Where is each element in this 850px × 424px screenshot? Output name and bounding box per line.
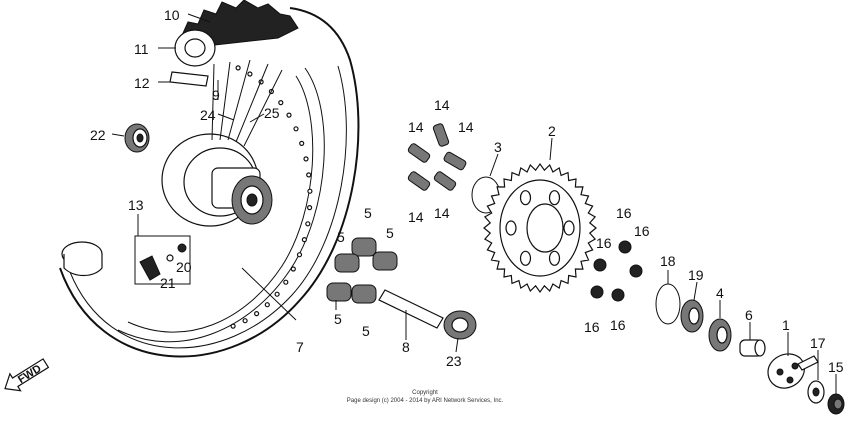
callout-7: 7 [296, 339, 304, 355]
rim-spoke-hole [264, 302, 270, 308]
flange-4 [708, 318, 732, 352]
callout-16b: 16 [596, 235, 612, 251]
callout-23: 23 [446, 353, 462, 369]
adjuster-plate-1 [767, 353, 819, 389]
rim-spoke-hole [305, 221, 311, 227]
callout-8: 8 [402, 339, 410, 355]
sprocket-hole [563, 220, 575, 236]
rear-hub [161, 133, 273, 227]
inner-tube [169, 29, 216, 87]
rim [117, 65, 325, 343]
axle-nut-15 [827, 393, 845, 415]
copyright-line-1: Copyright [412, 390, 438, 396]
callout-10: 10 [164, 7, 180, 23]
callout-14e: 14 [434, 205, 450, 221]
callout-16d: 16 [584, 319, 600, 335]
rim-spoke-hole [307, 188, 313, 194]
bearing-19 [680, 299, 704, 333]
leader-lines [111, 13, 837, 394]
callout-4: 4 [716, 285, 724, 301]
rim-spoke-hole [303, 156, 309, 162]
collars-5 [326, 237, 398, 304]
callout-18: 18 [660, 253, 676, 269]
callout-12: 12 [134, 75, 150, 91]
callout-20: 20 [176, 259, 192, 275]
rim-spoke-hole [286, 112, 292, 118]
callout-6: 6 [745, 307, 753, 323]
sprocket-hole [519, 250, 532, 266]
callout-21: 21 [160, 275, 176, 291]
rim-spoke-hole [235, 65, 241, 71]
callout-5b: 5 [337, 229, 345, 245]
callout-labels: 10 11 12 9 24 25 22 13 20 21 7 5 5 5 5 5… [90, 7, 844, 375]
rim-spoke-hole [283, 279, 289, 285]
callout-15: 15 [828, 359, 844, 375]
rim-spoke-hole [230, 323, 236, 329]
collar-6 [739, 339, 766, 357]
sprocket-hole [548, 190, 561, 206]
studs-14 [407, 123, 467, 191]
callout-17: 17 [810, 335, 826, 351]
spokes [211, 59, 283, 147]
callout-9: 9 [212, 87, 220, 103]
sprocket-hole [505, 220, 517, 236]
rim-spoke-hole [306, 172, 312, 178]
rim-spoke-hole [290, 266, 296, 272]
forward-arrow: FWD [4, 358, 50, 392]
callout-14d: 14 [408, 209, 424, 225]
sprocket-hole [548, 250, 561, 266]
copyright: Copyright Page design (c) 2004 - 2014 by… [347, 390, 504, 404]
callout-5d: 5 [334, 311, 342, 327]
rim-lock-inset [61, 235, 191, 285]
rim-spoke-hole [254, 311, 260, 317]
callout-16e: 16 [610, 317, 626, 333]
nuts-16 [590, 240, 643, 302]
callout-2: 2 [548, 123, 556, 139]
callout-5c: 5 [386, 225, 394, 241]
rim-spoke-hole [274, 291, 280, 297]
circlip-18 [655, 283, 681, 325]
callout-14b: 14 [408, 119, 424, 135]
callout-5a: 5 [364, 205, 372, 221]
callout-16a: 16 [616, 205, 632, 221]
sprocket-2 [483, 162, 597, 294]
callout-24: 24 [200, 107, 216, 123]
axle-8 [378, 289, 444, 329]
callout-19: 19 [688, 267, 704, 283]
rim-spoke-hole [299, 140, 305, 146]
rim-spoke-hole [242, 318, 248, 324]
rim-spoke-hole [278, 99, 284, 106]
sprocket-hole [519, 190, 532, 206]
bearing-23 [443, 310, 477, 340]
bearing-22 [124, 123, 150, 153]
callout-16c: 16 [634, 223, 650, 239]
rim-spoke-hole [307, 205, 313, 211]
callout-11: 11 [134, 41, 149, 57]
callout-14c: 14 [458, 119, 474, 135]
callout-25: 25 [264, 105, 280, 121]
callout-3: 3 [494, 139, 502, 155]
rim-spoke-hole [247, 71, 253, 77]
copyright-line-2: Page design (c) 2004 - 2014 by ARI Netwo… [347, 398, 504, 404]
rim-spoke-hole [301, 237, 307, 243]
callout-1: 1 [782, 317, 790, 333]
rim-spoke-hole [293, 126, 299, 132]
callout-13: 13 [128, 197, 144, 213]
callout-14a: 14 [434, 97, 450, 113]
callout-5e: 5 [362, 323, 370, 339]
washer-17 [807, 380, 825, 404]
rim-spoke-hole [296, 252, 303, 258]
callout-22: 22 [90, 127, 106, 143]
